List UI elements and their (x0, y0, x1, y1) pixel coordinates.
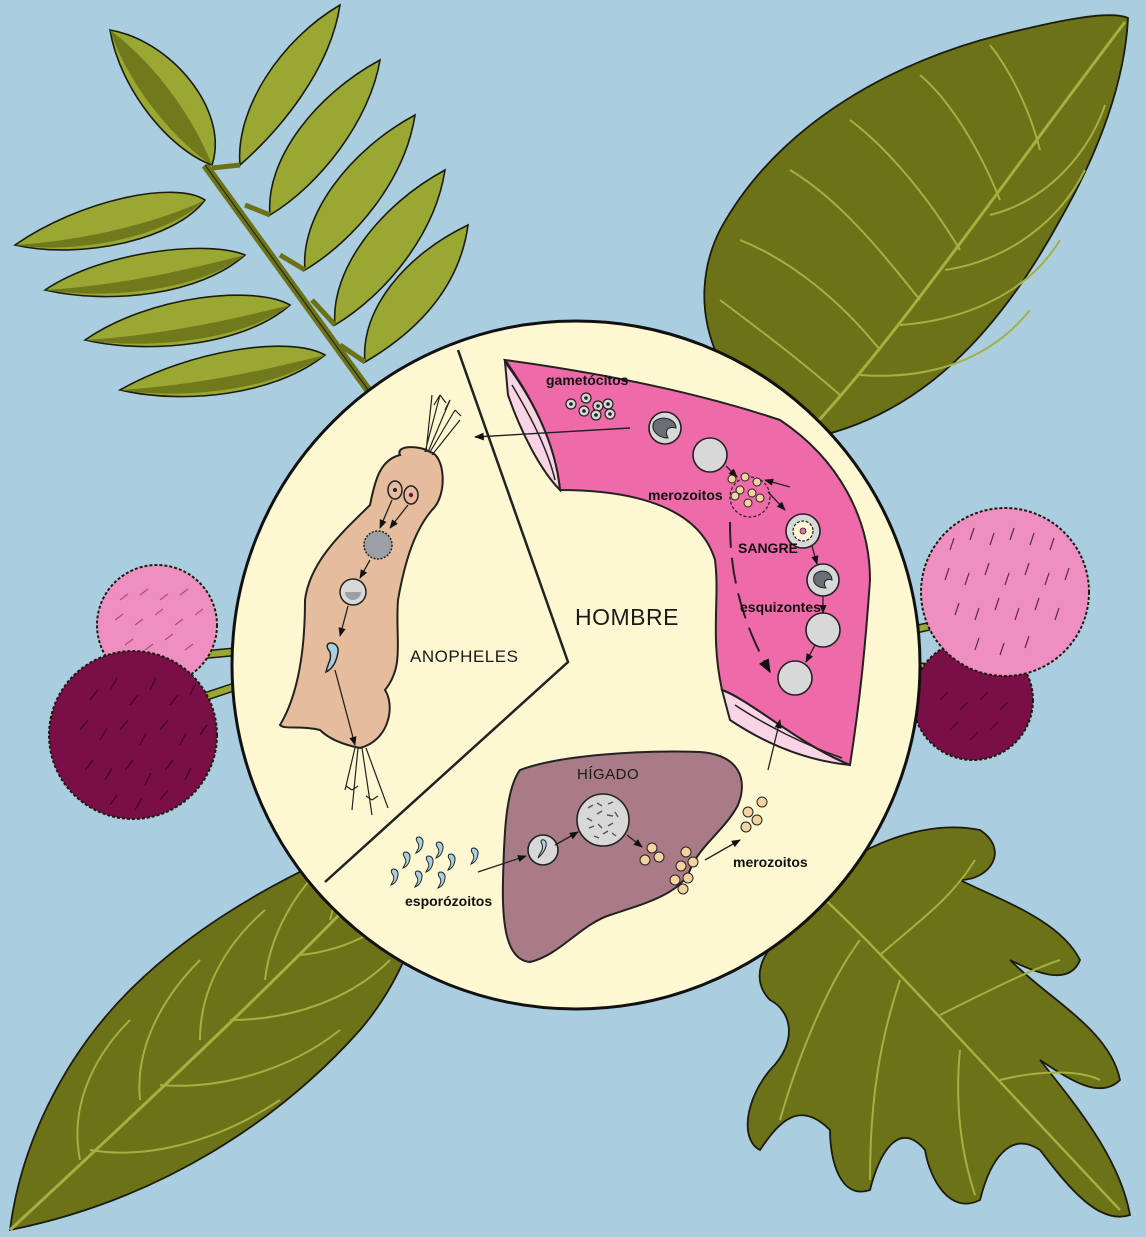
label-higado: HÍGADO (577, 766, 639, 783)
liver-schizont (577, 794, 629, 846)
label-gametocytes: gametócitos (546, 372, 629, 388)
label-schizonts: esquizontes (740, 599, 821, 615)
label-hombre: HOMBRE (575, 604, 679, 630)
label-anopheles: ANOPHELES (410, 647, 518, 666)
label-merozoites-liver: merozoitos (733, 854, 808, 870)
schizont-cell (807, 564, 839, 596)
label-sporozoites: esporózoitos (405, 893, 492, 909)
infected-hepatocyte (528, 835, 558, 865)
gametocyte-cell (649, 412, 681, 444)
label-sangre: SANGRE (738, 540, 798, 556)
label-merozoites-blood: merozoitos (648, 487, 723, 503)
